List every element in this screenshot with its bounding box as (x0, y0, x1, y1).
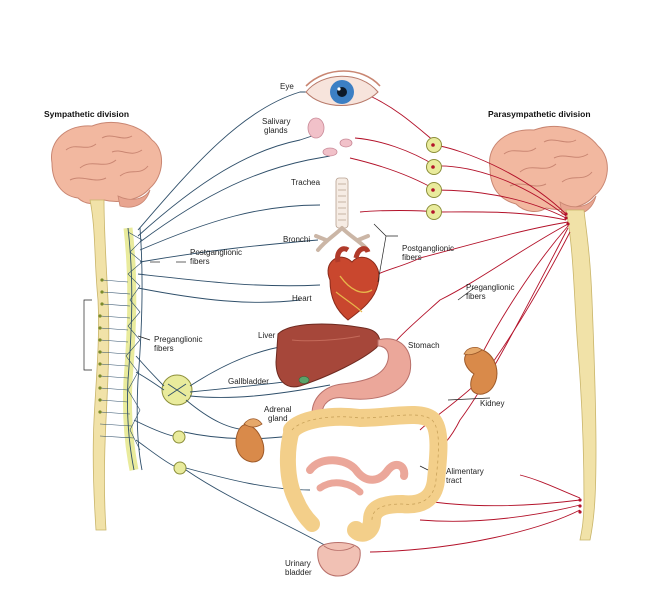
bladder-organ (317, 542, 361, 577)
sym-postganglionic-label-line1: Postganglionic (190, 248, 242, 257)
heart-label: Heart (292, 294, 312, 303)
sym-preganglionic-label-line2: fibers (154, 344, 174, 353)
sym-preganglionic-label-line1: Preganglionic (154, 335, 202, 344)
eye-label: Eye (280, 82, 294, 91)
adrenal-label-line2: gland (268, 414, 288, 423)
alimentary-label-line1: Alimentary (446, 467, 484, 476)
para-postganglionic-label-line1: Postganglionic (402, 244, 454, 253)
sympathetic-division-label: Sympathetic division (44, 109, 129, 119)
parasympathetic-cranial-ganglia (426, 137, 442, 220)
salivary-glands-organ (307, 117, 353, 157)
sympathetic-fibers (133, 91, 331, 549)
stomach-label: Stomach (408, 341, 440, 350)
salivary-label-line1: Salivary (262, 117, 290, 126)
para-preganglionic-label-line2: fibers (466, 292, 486, 301)
eye-organ (305, 70, 381, 106)
spinal-nerves (99, 279, 135, 439)
kidney-organ (463, 346, 498, 395)
parasympathetic-ganglion-marks (431, 143, 582, 514)
liver-organ (275, 323, 380, 388)
sympathetic-brain (51, 122, 162, 208)
intestine-organ (279, 406, 448, 542)
trachea-label: Trachea (291, 178, 321, 187)
liver-label: Liver (258, 331, 276, 340)
adrenal-label-line1: Adrenal (264, 405, 292, 414)
adrenal-kidney-organ (235, 418, 265, 463)
heart-organ (327, 246, 380, 321)
para-postganglionic-label-line2: fibers (402, 253, 422, 262)
parasympathetic-division-label: Parasympathetic division (488, 109, 591, 119)
kidney-label: Kidney (480, 399, 504, 408)
leader-lines (137, 223, 491, 471)
parasympathetic-spinal-cord (565, 209, 597, 541)
trachea-organ (314, 177, 370, 252)
sympathetic-trunk (122, 227, 143, 471)
bronchi-label: Bronchi (283, 235, 310, 244)
bladder-label-line1: Urinary (285, 559, 311, 568)
spinal-root-dots (98, 278, 104, 414)
salivary-label-line2: glands (264, 126, 288, 135)
bladder-label-line2: bladder (285, 568, 312, 577)
para-preganglionic-label-line1: Preganglionic (466, 283, 514, 292)
gallbladder-label: Gallbladder (228, 377, 269, 386)
alimentary-label-line2: tract (446, 476, 462, 485)
parasympathetic-brain (489, 126, 608, 216)
sym-postganglionic-label-line2: fibers (190, 257, 210, 266)
preganglionic-bracket (83, 299, 92, 371)
collateral-ganglia (161, 374, 193, 475)
